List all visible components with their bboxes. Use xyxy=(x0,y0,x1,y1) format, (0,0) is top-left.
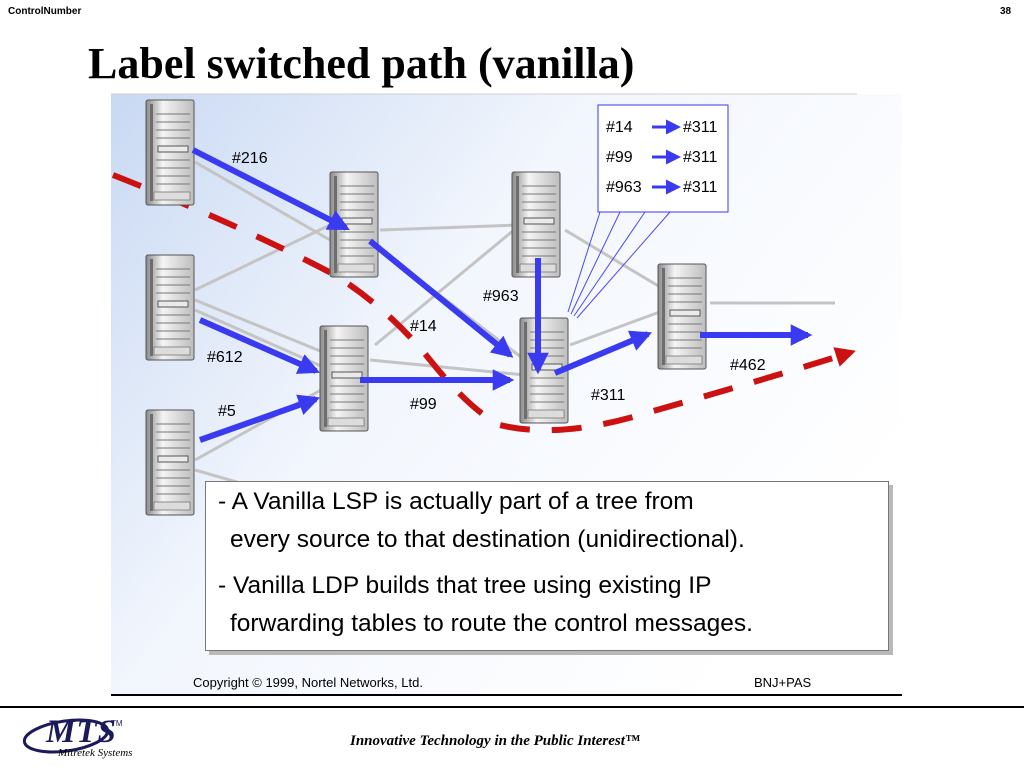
lsp-arrows xyxy=(191,147,813,443)
control-number-label: ControlNumber xyxy=(8,6,82,17)
mts-logo-trademark: TM xyxy=(111,719,123,728)
label-462: #462 xyxy=(730,357,766,374)
table-out-1: #311 xyxy=(683,119,718,136)
table-in-3: #963 xyxy=(606,179,642,196)
slide-title: Label switched path (vanilla) xyxy=(88,39,635,88)
label-14: #14 xyxy=(410,318,437,335)
explanation-box: - A Vanilla LSP is actually part of a tr… xyxy=(205,481,889,651)
footer-divider xyxy=(0,706,1024,708)
diagram-bottom-rule xyxy=(111,694,902,696)
label-612: #612 xyxy=(207,349,243,366)
note-line-4: forwarding tables to route the control m… xyxy=(230,610,753,637)
author-credit: BNJ+PAS xyxy=(754,675,812,690)
copyright-text: Copyright © 1999, Nortel Networks, Ltd. xyxy=(193,675,423,690)
label-963: #963 xyxy=(483,288,519,305)
router-2 xyxy=(145,254,195,361)
page-number: 38 xyxy=(1000,6,1012,17)
table-out-2: #311 xyxy=(683,149,718,166)
mts-logo-subtitle: Mitretek Systems xyxy=(58,747,133,759)
note-line-1: - A Vanilla LSP is actually part of a tr… xyxy=(218,488,694,515)
note-line-3: - Vanilla LDP builds that tree using exi… xyxy=(218,572,712,599)
note-line-2: every source to that destination (unidir… xyxy=(230,526,745,553)
label-216: #216 xyxy=(232,150,268,167)
label-mapping-table: #14 #311 #99 #311 #963 #311 xyxy=(597,104,729,213)
mts-logo-swoosh xyxy=(22,718,110,754)
label-5: #5 xyxy=(218,403,236,420)
mts-logo: MTS xyxy=(46,714,117,750)
table-out-3: #311 xyxy=(683,179,718,196)
label-99: #99 xyxy=(410,396,437,413)
router-3 xyxy=(145,409,195,516)
lsp-dashed-path xyxy=(111,172,856,434)
router-1 xyxy=(145,99,195,206)
label-311: #311 xyxy=(591,387,626,404)
table-in-2: #99 xyxy=(606,149,633,166)
label-table-callout-lines xyxy=(567,211,671,319)
router-8 xyxy=(657,263,707,370)
table-in-1: #14 xyxy=(606,119,633,136)
footer-tagline: Innovative Technology in the Public Inte… xyxy=(350,733,640,749)
